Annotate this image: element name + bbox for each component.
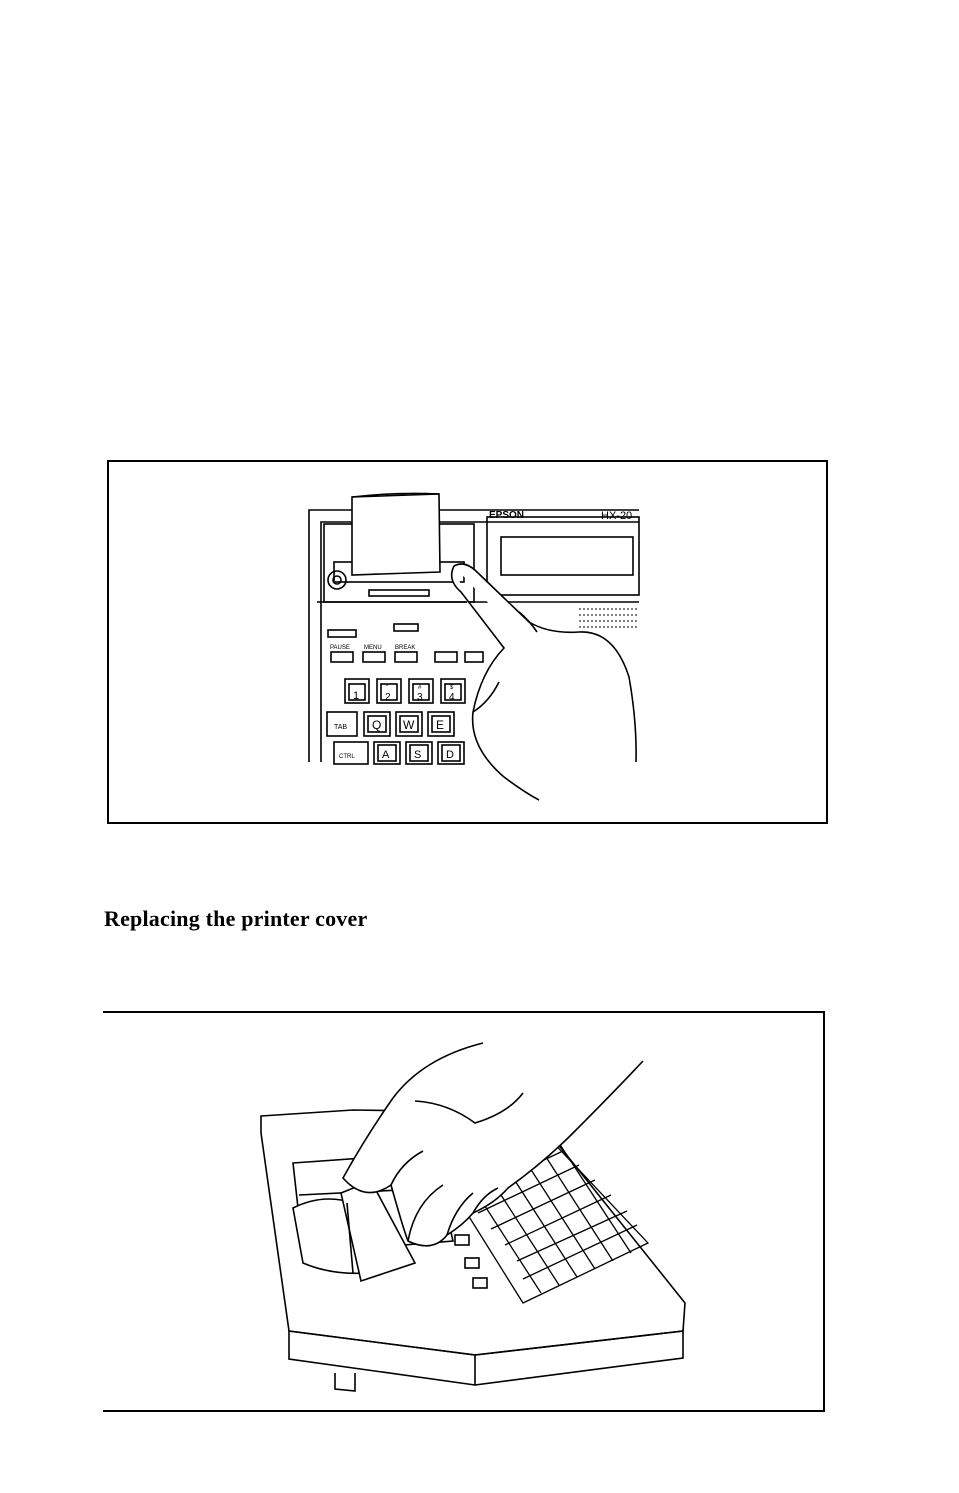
section-heading: Replacing the printer cover	[104, 906, 367, 932]
key-label-d: D	[446, 749, 454, 761]
key-label-break: BREAK	[395, 645, 415, 651]
key-label-e: E	[436, 718, 444, 732]
key-label-shift-2: "	[386, 685, 388, 691]
printer-cover-drawing	[103, 1013, 823, 1410]
key-label-3: 3	[417, 692, 423, 703]
key-label-q: Q	[372, 718, 381, 732]
key-label-pause: PAUSE	[330, 645, 350, 651]
figure-paper-feed-illustration: EPSON HX-20 PAUSE MENU BREAK TAB CTRL 1 …	[107, 460, 828, 824]
brand-label: EPSON	[489, 510, 524, 521]
key-label-tab: TAB	[334, 724, 347, 731]
key-label-menu: MENU	[364, 645, 382, 651]
model-label: HX-20	[601, 510, 632, 522]
key-label-s: S	[414, 749, 421, 761]
key-label-shift-3: #	[418, 685, 422, 691]
key-label-shift-4: $	[450, 685, 454, 691]
key-label-4: 4	[449, 692, 455, 703]
paper-feed-drawing: EPSON HX-20 PAUSE MENU BREAK TAB CTRL 1 …	[109, 462, 826, 822]
key-label-a: A	[382, 749, 390, 761]
key-label-1: 1	[353, 690, 359, 702]
key-label-ctrl: CTRL	[339, 754, 355, 760]
key-label-2: 2	[385, 692, 391, 703]
figure-printer-cover-illustration	[103, 1011, 825, 1412]
key-label-w: W	[403, 718, 415, 732]
